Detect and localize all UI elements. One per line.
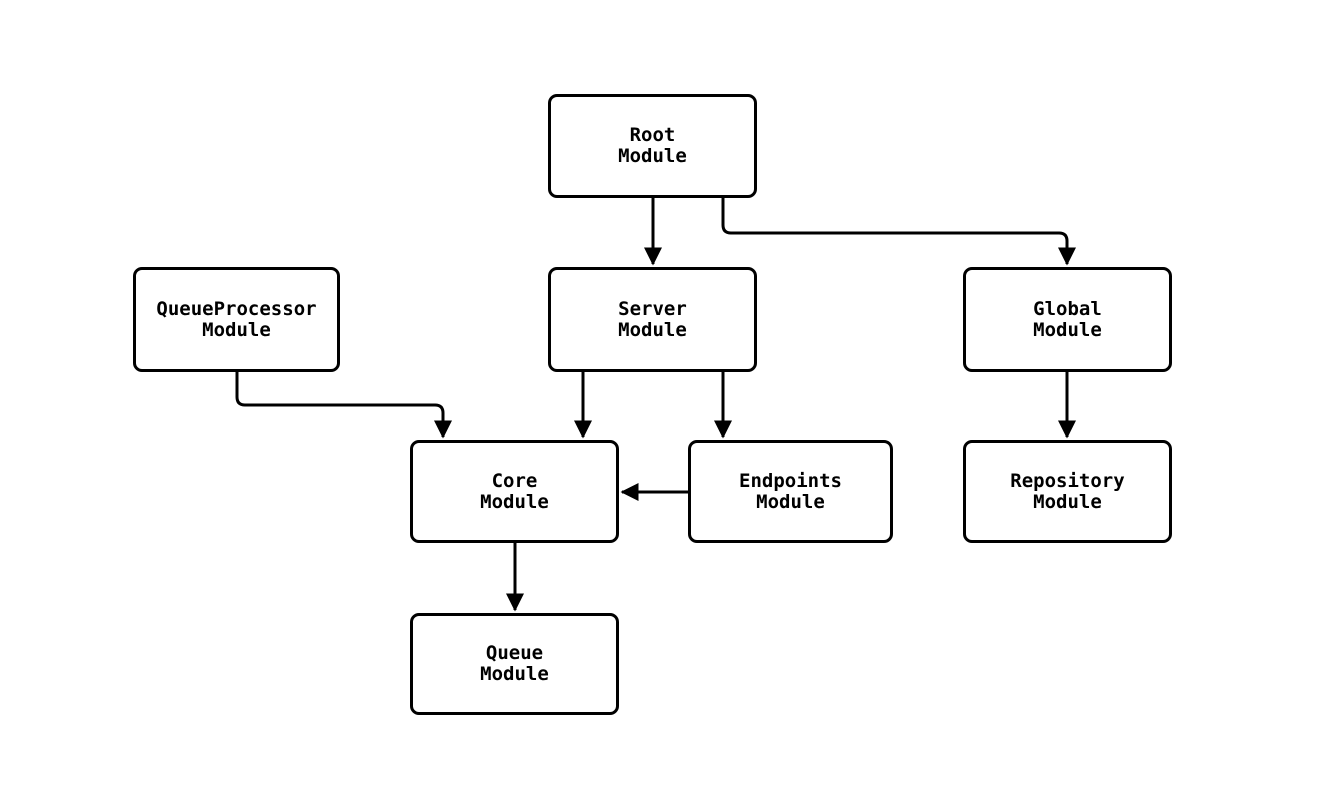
node-queue-module: Queue Module [410,613,619,715]
node-endpoints-module: Endpoints Module [688,440,893,543]
node-server-module: Server Module [548,267,757,372]
edge-root-to-global [721,198,1076,266]
node-repository-module-label: Repository Module [1010,469,1125,513]
node-repository-module: Repository Module [963,440,1172,543]
node-root-module-label: Root Module [618,124,687,167]
node-core-module: Core Module [410,440,619,543]
node-core-module-label: Core Module [480,469,549,513]
node-endpoints-module-label: Endpoints Module [739,469,842,513]
node-root-module: Root Module [548,94,757,198]
node-queue-module-label: Queue Module [480,642,549,685]
edge-queueprocessor-to-core [235,372,452,439]
node-queueprocessor-module-label: QueueProcessor Module [156,297,317,341]
node-global-module-label: Global Module [1033,297,1102,341]
node-server-module-label: Server Module [618,297,687,341]
node-queueprocessor-module: QueueProcessor Module [133,267,340,372]
node-global-module: Global Module [963,267,1172,372]
